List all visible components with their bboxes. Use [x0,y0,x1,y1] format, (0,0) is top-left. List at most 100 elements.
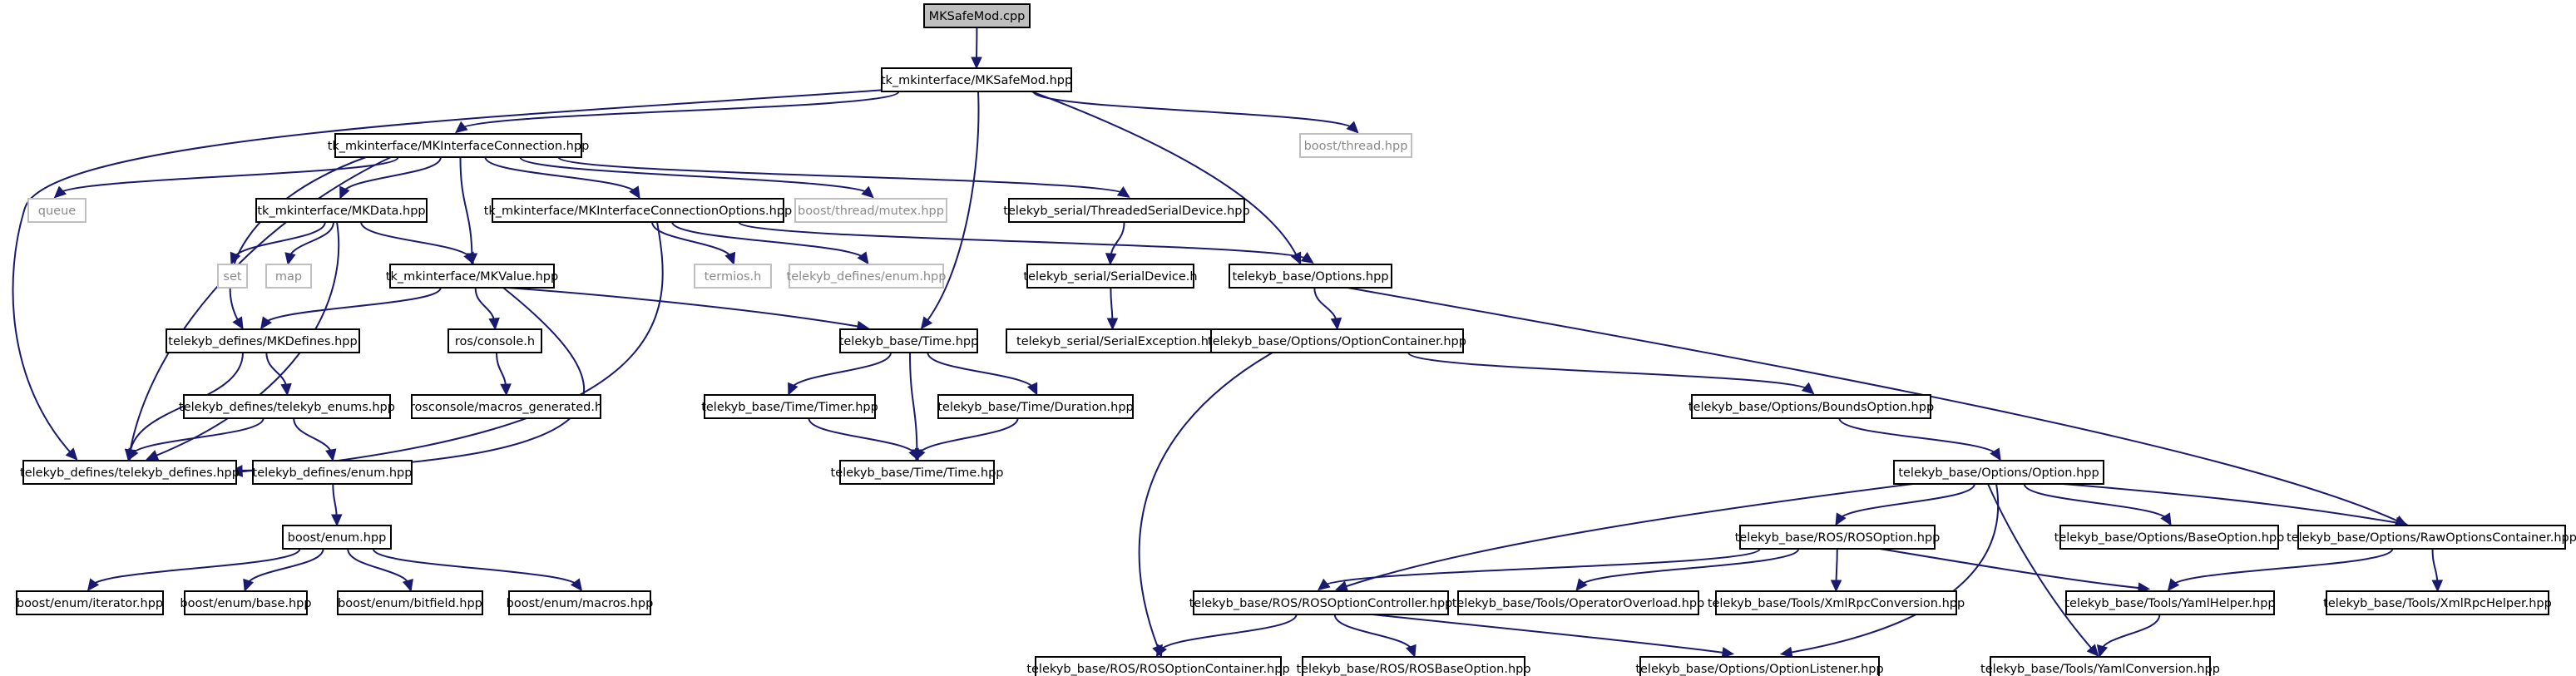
node-n5[interactable]: tk_mkinterface/MKData.hpp [255,198,428,223]
node-n33[interactable]: telekyb_base/Options/RawOptionsContainer… [2287,525,2576,550]
arrowhead-n14-n17 [1106,318,1119,331]
arrowhead-n2-n4 [53,185,67,199]
node-n23[interactable]: telekyb_base/Time/Timer.hpp [701,394,878,419]
node-n27[interactable]: telekyb_defines/enum.hpp [252,460,413,485]
node-label: tk_mkinterface/MKInterfaceConnection.hpp [328,140,590,153]
node-n4: queue [27,198,87,223]
edge-n6-n13 [671,221,868,262]
edge-n30-n37 [372,548,581,589]
node-n18[interactable]: telekyb_defines/MKDefines.hpp [166,328,360,353]
edge-n1-n3 [1032,91,1357,131]
node-n2[interactable]: tk_mkinterface/MKInterfaceConnection.hpp [328,133,590,158]
node-n45[interactable]: telekyb_base/Options/OptionListener.hpp [1635,656,1884,676]
node-n41[interactable]: telekyb_base/Tools/YamlHelper.hpp [2064,590,2276,615]
node-n13: telekyb_defines/enum.hpp [787,264,946,289]
node-label: telekyb_base/Options/OptionContainer.hpp [1208,335,1466,348]
node-box [217,264,248,289]
arrowhead-n29-n45 [1779,646,1793,659]
node-n40[interactable]: telekyb_base/Tools/XmlRpcConversion.hpp [1708,590,1965,615]
arrowhead-n5-n9 [230,251,241,265]
node-label: telekyb_base/Tools/YamlHelper.hpp [2064,597,2275,610]
arrowhead-n22-n27 [325,448,337,462]
node-n34[interactable]: boost/enum/iterator.hpp [16,590,164,615]
node-n22[interactable]: telekyb_defines/telekyb_enums.hpp [179,394,395,419]
node-n19[interactable]: telekyb_base/Time.hpp [839,328,979,353]
node-n38[interactable]: telekyb_base/ROS/ROSOptionController.hpp [1189,590,1453,615]
node-n28[interactable]: telekyb_base/Time/Time.hpp [831,460,1004,485]
node-label: telekyb_defines/MKDefines.hpp [168,335,357,348]
arrowhead-n29-n46 [2086,644,2099,657]
node-box [1026,264,1194,289]
node-box [255,198,428,223]
arrowhead-n2-n18 [232,316,244,330]
edge-n29-n32 [2023,483,2170,523]
node-n8[interactable]: telekyb_serial/ThreadedSerialDevice.hpp [1003,198,1250,223]
arrowhead-n38-n43 [1155,644,1168,658]
node-box [16,590,164,615]
edge-n11-n19 [507,287,866,328]
node-n6[interactable]: tk_mkinterface/MKInterfaceConnectionOpti… [484,198,793,223]
arrowhead-n6-n13 [857,251,869,265]
edge-n15-n33 [1347,287,2405,525]
edge-n29-n33 [2062,483,2405,525]
arrowhead-n30-n37 [570,578,583,592]
node-n36[interactable]: boost/enum/bitfield.hpp [337,590,483,615]
node-box [789,264,944,289]
edge-n31-n39 [1577,548,1800,589]
node-box [794,198,947,223]
node-n31[interactable]: telekyb_base/ROS/ROSOption.hpp [1735,525,1941,550]
node-n11[interactable]: tk_mkinterface/MKValue.hpp [386,264,558,289]
node-n0[interactable]: MKSafeMod.cpp [923,3,1031,28]
node-box [839,328,978,353]
node-n35[interactable]: boost/enum/base.hpp [180,590,312,615]
node-label: ros/console.h [455,335,535,348]
node-label: termios.h [705,270,762,284]
node-box [184,590,308,615]
node-n32[interactable]: telekyb_base/Options/BaseOption.hpp [2054,525,2285,550]
edge-n2-n18 [229,156,367,327]
node-label: telekyb_base/Time.hpp [839,335,979,348]
node-n44[interactable]: telekyb_base/ROS/ROSBaseOption.hpp [1296,656,1531,676]
node-n20[interactable]: telekyb_base/Options/OptionContainer.hpp [1208,328,1466,353]
node-n25[interactable]: telekyb_base/Options/BoundsOption.hpp [1688,394,1934,419]
edge-n23-n28 [808,417,918,458]
node-n37[interactable]: boost/enum/macros.hpp [507,590,654,615]
node-box [282,525,392,550]
node-n17[interactable]: telekyb_serial/SerialException.h [1006,328,1219,353]
edge-n20-n25 [1407,352,1812,392]
node-n26[interactable]: telekyb_defines/telekyb_defines.hpp [20,460,240,485]
node-n1[interactable]: tk_mkinterface/MKSafeMod.hpp [881,67,1072,92]
node-label: telekyb_base/Options/BaseOption.hpp [2054,531,2285,545]
edge-n2-n6 [484,156,639,196]
node-n15[interactable]: telekyb_base/Options.hpp [1229,264,1392,289]
arrowhead-n2-n8 [1116,186,1130,198]
node-box [389,264,555,289]
edge-n1-n26 [12,89,887,458]
edge-n2-n8 [557,156,1128,196]
node-n16[interactable]: ros/console.h [447,328,542,353]
edge-n29-n38 [1338,483,1914,590]
edge-n1-n19 [922,91,980,327]
node-n42[interactable]: telekyb_base/Tools/XmlRpcHelper.hpp [2323,590,2552,615]
edge-n30-n35 [245,548,324,589]
node-n46[interactable]: telekyb_base/Tools/YamlConversion.hpp [1980,656,2220,676]
node-n24[interactable]: telekyb_base/Time/Duration.hpp [937,394,1134,419]
arrowhead-n1-n3 [1346,121,1359,134]
node-n30[interactable]: boost/enum.hpp [282,525,392,550]
edge-n2-n5 [340,156,442,196]
node-n43[interactable]: telekyb_base/ROS/ROSOptionContainer.hpp [1026,656,1290,676]
node-box [22,460,237,485]
node-label: boost/enum.hpp [288,531,387,545]
node-box [1639,656,1880,676]
node-n21[interactable]: rosconsole/macros_generated.h [410,394,602,419]
arrowhead-n31-n38 [1317,578,1331,591]
arrowhead-n1-n26 [65,447,78,461]
node-n39[interactable]: telekyb_base/Tools/OperatorOverload.hpp [1452,590,1705,615]
node-label: boost/enum/base.hpp [180,597,311,610]
node-n14[interactable]: telekyb_serial/SerialDevice.h [1023,264,1198,289]
node-label: tk_mkinterface/MKValue.hpp [386,270,558,284]
node-box [2059,525,2279,550]
edge-n29-n31 [1837,483,1975,523]
arrowhead-n18-n22 [280,382,292,397]
node-n29[interactable]: telekyb_base/Options/Option.hpp [1893,460,2104,485]
